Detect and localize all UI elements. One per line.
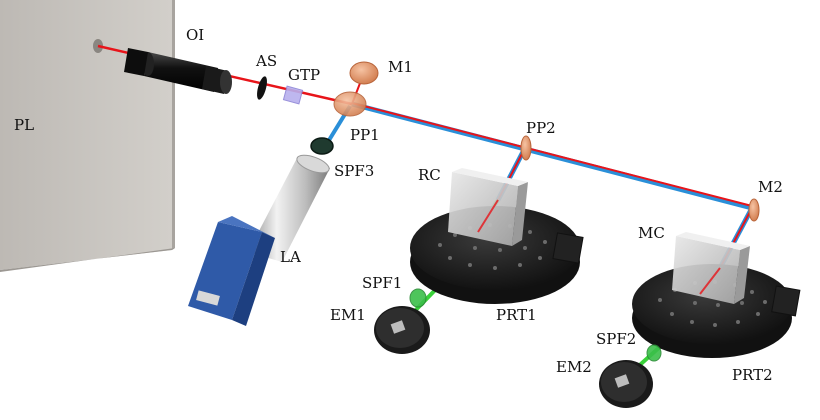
filter-spf1: [409, 288, 427, 308]
rotation-table-prt2: [632, 264, 801, 358]
label-m1: M1: [388, 58, 413, 76]
laser-la: [188, 154, 330, 326]
label-pl: PL: [14, 116, 34, 134]
filter-spf3: [310, 137, 334, 155]
pump-laser-box: [0, 0, 175, 272]
label-em2: EM2: [556, 358, 592, 376]
label-oi: OI: [186, 26, 204, 44]
aperture-stop: [257, 76, 267, 100]
label-spf2: SPF2: [596, 330, 636, 348]
combined-beam-pp1-m2: [351, 101, 753, 211]
sample-holder-rc: [448, 168, 528, 246]
pellicle-pp2: [520, 135, 532, 161]
filter-spf2: [646, 344, 662, 362]
label-la: LA: [280, 248, 301, 266]
laser-label-plate: [196, 290, 220, 306]
mirror-m1: [349, 61, 379, 85]
label-em1: EM1: [330, 306, 366, 324]
mirror-m2: [748, 198, 760, 222]
energy-meter-em2: [599, 360, 653, 408]
label-m2: M2: [758, 178, 783, 196]
label-mc: MC: [638, 224, 665, 242]
sample-holder-mc: [672, 232, 750, 304]
pellicle-pp1: [333, 91, 367, 117]
energy-meter-em1: [374, 306, 430, 354]
label-gtp: GTP: [288, 66, 320, 84]
glan-taylor-polarizer: [282, 85, 304, 105]
label-pp1: PP1: [350, 126, 380, 144]
label-rc: RC: [418, 166, 441, 184]
label-pp2: PP2: [526, 119, 556, 137]
label-spf1: SPF1: [362, 274, 402, 292]
label-spf3: SPF3: [334, 162, 374, 180]
label-as: AS: [255, 52, 277, 70]
label-prt2: PRT2: [732, 366, 773, 384]
label-prt1: PRT1: [496, 306, 537, 324]
optical-isolator: [124, 48, 232, 94]
